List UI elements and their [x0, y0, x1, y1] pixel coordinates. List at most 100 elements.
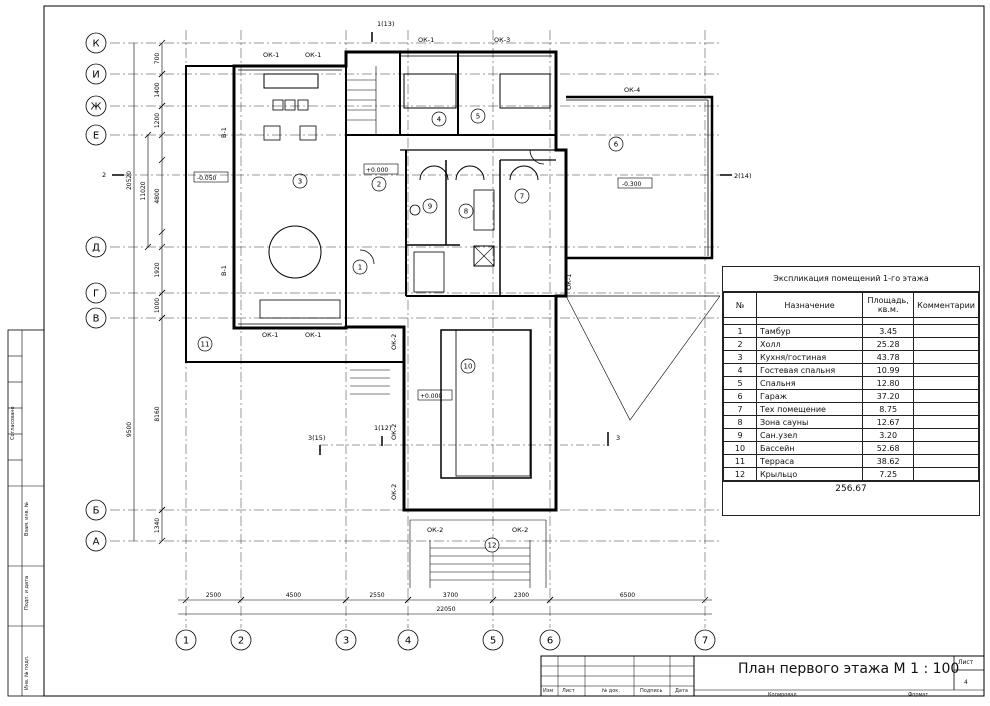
cell-area: 43.78 — [862, 350, 915, 364]
stamp-col: Подпись — [640, 688, 663, 694]
dim-text: 1400 — [154, 82, 161, 97]
grid-row-label: В — [93, 314, 100, 325]
cell-comment — [913, 402, 979, 416]
room-circle — [458, 203, 474, 219]
cell-area: 3.45 — [862, 324, 915, 338]
dim-total: 22050 — [436, 606, 455, 613]
section-label: 3(15) — [308, 434, 325, 442]
grid-col-bubble — [175, 629, 197, 651]
cell-num: 3 — [723, 350, 757, 364]
room-number: 12 — [488, 542, 497, 550]
window-label: ОК-3 — [494, 36, 510, 44]
cell-comment — [913, 467, 979, 481]
dim-text: 2550 — [369, 592, 384, 599]
cell-name: Сан.узел — [755, 428, 864, 442]
grid-row-label: Е — [93, 131, 99, 142]
grid-col-label: 4 — [405, 636, 411, 647]
cell-num: 9 — [723, 428, 757, 442]
grid-col-label: 3 — [343, 636, 349, 647]
level-terrace: -0.050 — [197, 175, 217, 182]
cell-area: 25.28 — [862, 337, 915, 351]
level-hall: +0.000 — [366, 167, 388, 174]
dim-text: 2300 — [514, 592, 529, 599]
dim-total: 9500 — [126, 422, 133, 437]
room-number: 6 — [614, 141, 619, 149]
sheet-title: План первого этажа М 1 : 100 — [738, 661, 960, 677]
grid-col-bubble — [482, 629, 504, 651]
grid-row-label: Г — [93, 289, 99, 300]
room-circle — [514, 188, 530, 204]
dim-text: 2500 — [206, 592, 221, 599]
grid-row-label: Ж — [91, 102, 102, 113]
cell-name: Гараж — [755, 389, 864, 403]
room-circle — [470, 108, 486, 124]
room-number: 1 — [358, 264, 362, 272]
col-comment: Комментарии — [913, 292, 979, 318]
side-label: Инв. № подл. — [24, 655, 30, 691]
room-number: 7 — [520, 193, 524, 201]
dim-total: 20520 — [126, 171, 133, 190]
window-label: ОК-2 — [390, 334, 398, 350]
dim-text: 1000 — [154, 298, 161, 313]
dim-text: 1200 — [154, 113, 161, 128]
dim-text: 1920 — [154, 262, 161, 277]
grid-row-bubble — [85, 499, 107, 521]
window-label: ОК-1 — [263, 51, 279, 59]
stamp-col: № док. — [602, 688, 620, 694]
side-label: Согласовано — [10, 406, 16, 440]
window-label: ОК-1 — [262, 331, 278, 339]
grid-col-bubble — [335, 629, 357, 651]
room-circle — [460, 358, 476, 374]
window-label: ОК-1 — [305, 51, 321, 59]
cell-num: 12 — [723, 467, 757, 481]
cell-area: 7.25 — [862, 467, 915, 481]
room-number: 3 — [298, 178, 302, 186]
window-label: ОК-2 — [390, 484, 398, 500]
section-label: 1(12) — [374, 424, 391, 432]
cell-area: 37.20 — [862, 389, 915, 403]
grid-col-label: 2 — [238, 636, 244, 647]
section-label: 3 — [616, 434, 620, 442]
section-label: 1(13) — [377, 20, 394, 28]
dim-text: 1340 — [154, 518, 161, 533]
cell-area: 12.80 — [862, 376, 915, 390]
level-garage: -0.300 — [622, 181, 642, 188]
explication-total: 256.67 — [723, 481, 979, 496]
level-marks: +0.000 +0.000 -0.050 -0.300 — [193, 163, 653, 401]
grid-row-bubble — [85, 236, 107, 258]
section-label: 2 — [102, 171, 106, 179]
grid-row-label: Д — [92, 243, 100, 254]
room-number: 4 — [437, 116, 442, 124]
cell-name: Тамбур — [755, 324, 864, 338]
window-label: ОК-2 — [390, 424, 398, 440]
grid-row-bubble — [85, 307, 107, 329]
cell-name: Крыльцо — [755, 467, 864, 481]
cell-num: 5 — [723, 376, 757, 390]
cell-comment — [913, 337, 979, 351]
window-label: ОК-2 — [512, 526, 528, 534]
side-label: Взам. инв. № — [24, 502, 30, 536]
window-label: ОК-4 — [624, 86, 640, 94]
dim-text: 700 — [154, 53, 161, 65]
cell-name: Кухня/гостиная — [755, 350, 864, 364]
grid-row-bubble — [85, 124, 107, 146]
window-label: ОК-1 — [418, 36, 434, 44]
side-label: Подп. и дата — [24, 575, 30, 610]
cell-num: 8 — [723, 415, 757, 429]
room-number: 11 — [201, 341, 210, 349]
cell-comment — [913, 363, 979, 377]
grid-col-label: 6 — [547, 636, 553, 647]
grid-col-bubble — [694, 629, 716, 651]
room-number: 9 — [428, 203, 432, 211]
grid-row-label: К — [92, 39, 99, 50]
room-circle — [197, 336, 213, 352]
